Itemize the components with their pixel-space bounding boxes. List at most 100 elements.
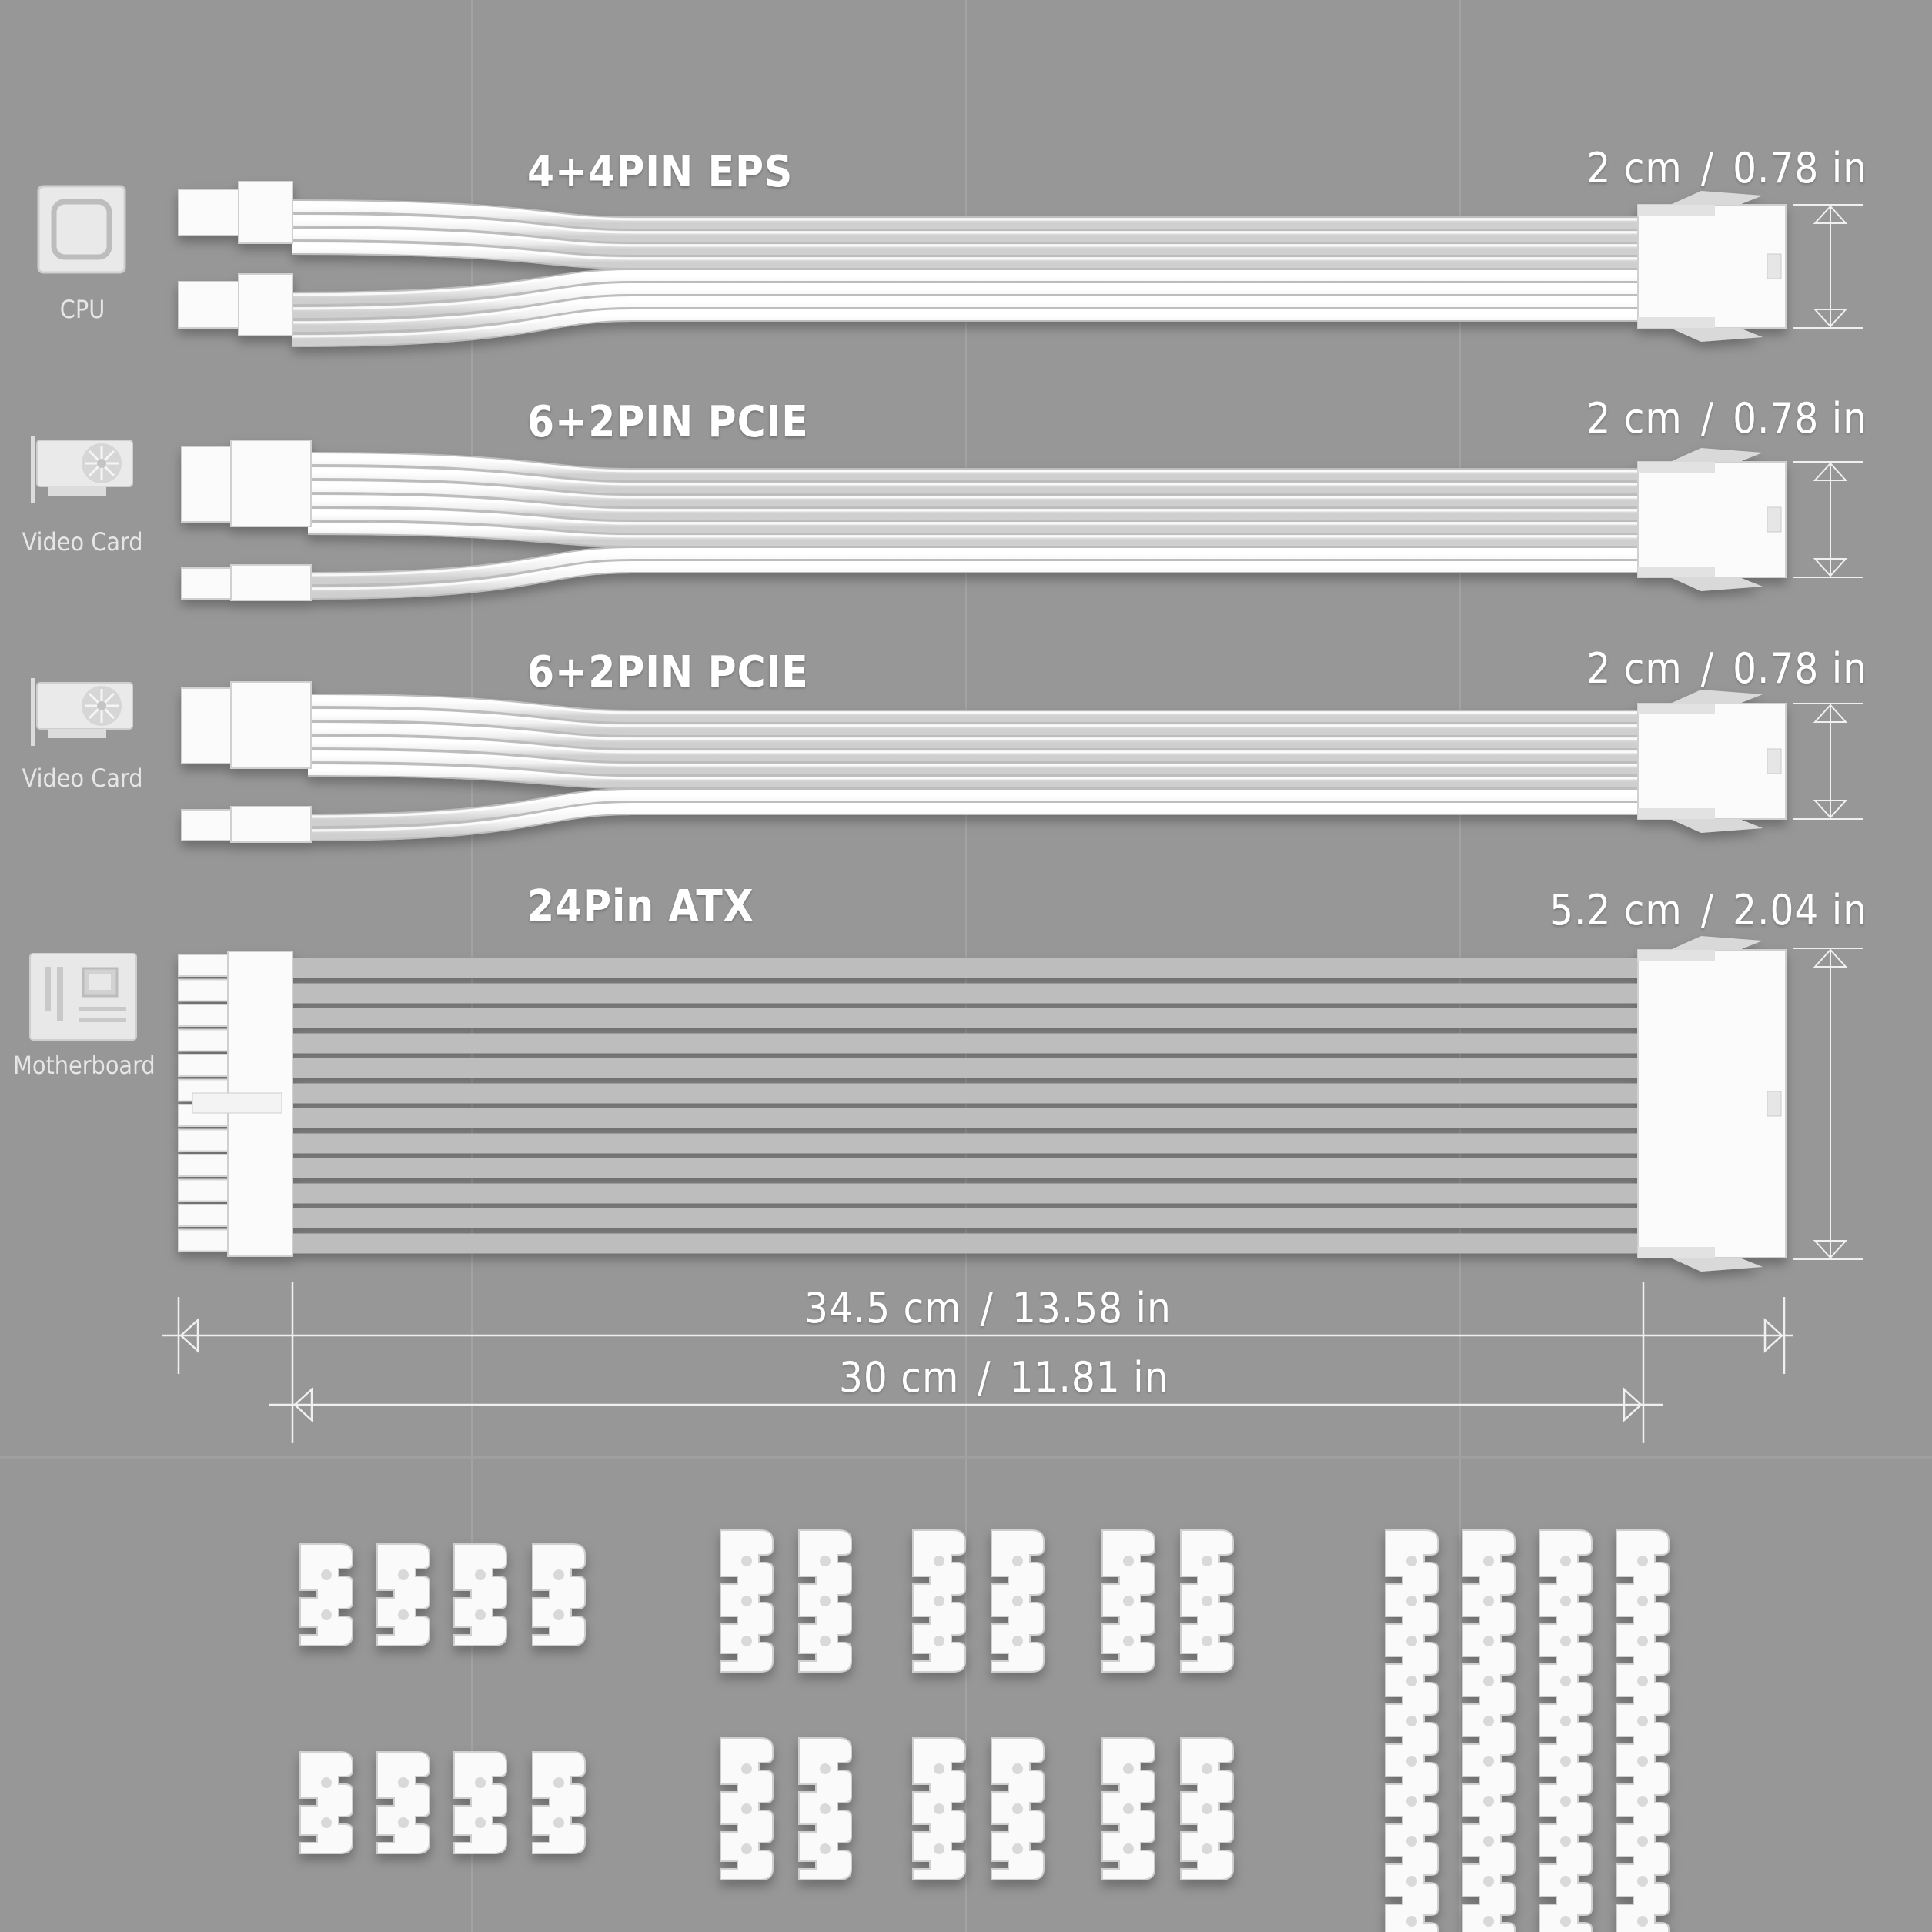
left-connector-4pin-a bbox=[178, 189, 247, 236]
sleeved-wire bbox=[307, 467, 1638, 493]
sleeved-wire bbox=[292, 283, 1638, 318]
sleeved-wire bbox=[307, 723, 1638, 748]
sleeved-wire bbox=[292, 229, 1638, 255]
sleeved-wire bbox=[307, 453, 1638, 480]
cable-pcie-2 bbox=[181, 681, 1787, 843]
comb-4pin bbox=[376, 1543, 430, 1646]
comb-8pin bbox=[912, 1737, 966, 1880]
sleeved-wire bbox=[307, 509, 1638, 533]
sleeved-wire bbox=[292, 270, 1638, 304]
left-connector-2pin-body bbox=[230, 564, 312, 601]
comb-8pin bbox=[720, 1737, 774, 1880]
icon-label-cpu: CPU bbox=[59, 295, 105, 324]
sleeved-wire bbox=[307, 803, 1638, 840]
comb-8pin bbox=[1180, 1737, 1234, 1880]
height-markers bbox=[1793, 204, 1863, 1260]
cable-eps bbox=[178, 181, 1787, 347]
sleeved-wire bbox=[307, 790, 1638, 826]
arrow-up bbox=[1813, 462, 1848, 481]
arrow-down bbox=[1813, 800, 1848, 819]
right-connector bbox=[1637, 461, 1787, 578]
left-connector-4pin-b bbox=[178, 281, 247, 329]
comb-8pin bbox=[991, 1529, 1045, 1673]
comb-24pin bbox=[1539, 1529, 1593, 1932]
cable-title-atx: 24Pin ATX bbox=[527, 881, 754, 931]
right-connector bbox=[1637, 204, 1787, 329]
cable-pcie-1 bbox=[181, 440, 1787, 601]
comb-8pin bbox=[798, 1737, 852, 1880]
atx-pin-housing bbox=[178, 1004, 233, 1027]
left-connector-4pin-a-body bbox=[238, 181, 293, 244]
cables-layer bbox=[178, 181, 1787, 1272]
height-label-pcie-2: 2 cm/0.78 in bbox=[1586, 644, 1867, 693]
arrow-up bbox=[1813, 205, 1848, 224]
comb-4pin bbox=[532, 1543, 586, 1646]
sleeved-wire bbox=[307, 561, 1638, 598]
cable-combs bbox=[299, 1529, 1670, 1932]
comb-8pin bbox=[798, 1529, 852, 1673]
comb-4pin bbox=[453, 1543, 507, 1646]
atx-pin-housing bbox=[178, 1028, 233, 1052]
latch bbox=[1767, 506, 1782, 533]
left-connector-4pin-b-body bbox=[238, 273, 293, 336]
cable-length-label: 30 cm/11.81 in bbox=[839, 1353, 1169, 1402]
atx-pin-housing bbox=[178, 1154, 233, 1177]
atx-pin-housing bbox=[178, 1204, 233, 1227]
sleeved-wire bbox=[307, 764, 1638, 787]
total-length-label: 34.5 cm/13.58 in bbox=[804, 1284, 1172, 1332]
sleeved-wire bbox=[292, 296, 1638, 332]
latch bbox=[1767, 748, 1782, 774]
sleeved-wire bbox=[292, 309, 1638, 346]
atx-pin-housing bbox=[178, 1178, 233, 1202]
cpu-icon bbox=[37, 185, 126, 274]
atx-pin-housing bbox=[178, 1228, 233, 1252]
sleeved-wire bbox=[307, 695, 1638, 722]
arrow-down bbox=[1813, 1240, 1848, 1259]
comb-4pin bbox=[453, 1751, 507, 1854]
sleeved-wire bbox=[307, 495, 1638, 520]
comb-8pin bbox=[1101, 1737, 1155, 1880]
atx-pin-housing bbox=[178, 1128, 233, 1152]
comb-24pin bbox=[1462, 1529, 1516, 1932]
height-label-pcie-1: 2 cm/0.78 in bbox=[1586, 394, 1867, 443]
comb-4pin bbox=[299, 1751, 353, 1854]
arrow-down bbox=[1813, 309, 1848, 328]
video-card-icon bbox=[31, 678, 133, 746]
atx-pin-housing bbox=[178, 1054, 233, 1077]
atx-pin-housing bbox=[178, 978, 233, 1002]
arrow-up bbox=[1813, 704, 1848, 723]
height-label-eps: 2 cm/0.78 in bbox=[1586, 144, 1867, 192]
left-connector-2pin-body bbox=[230, 806, 312, 843]
right-connector bbox=[1637, 703, 1787, 820]
atx-latch bbox=[192, 1092, 282, 1114]
cable-title-pcie-1: 6+2PIN PCIE bbox=[527, 397, 809, 447]
comb-24pin bbox=[1385, 1529, 1439, 1932]
comb-8pin bbox=[991, 1737, 1045, 1880]
video-card-icon bbox=[31, 436, 133, 503]
cable-atx bbox=[178, 936, 1787, 1272]
latch bbox=[1767, 253, 1782, 279]
comb-4pin bbox=[299, 1543, 353, 1646]
comb-8pin bbox=[1180, 1529, 1234, 1673]
latch bbox=[1767, 1091, 1782, 1117]
icon-label-video-card-2: Video Card bbox=[22, 764, 143, 793]
comb-8pin bbox=[912, 1529, 966, 1673]
sleeved-wire bbox=[292, 242, 1638, 268]
sleeved-wire bbox=[307, 709, 1638, 735]
comb-8pin bbox=[720, 1529, 774, 1673]
icon-label-video-card-1: Video Card bbox=[22, 527, 143, 557]
left-connector-6pin-body bbox=[230, 440, 312, 527]
height-label-atx: 5.2 cm/2.04 in bbox=[1549, 886, 1867, 934]
comb-4pin bbox=[532, 1751, 586, 1854]
sleeved-wire bbox=[292, 201, 1638, 229]
atx-pin-housing bbox=[178, 954, 233, 977]
sleeved-wire bbox=[307, 523, 1638, 546]
sleeved-wire bbox=[307, 548, 1638, 584]
cable-title-eps: 4+4PIN EPS bbox=[527, 147, 794, 197]
comb-24pin bbox=[1616, 1529, 1670, 1932]
icon-label-motherboard: Motherboard bbox=[13, 1051, 155, 1080]
length-dimension-lines bbox=[162, 1282, 1793, 1443]
motherboard-icon bbox=[29, 953, 137, 1041]
comb-4pin bbox=[376, 1751, 430, 1854]
